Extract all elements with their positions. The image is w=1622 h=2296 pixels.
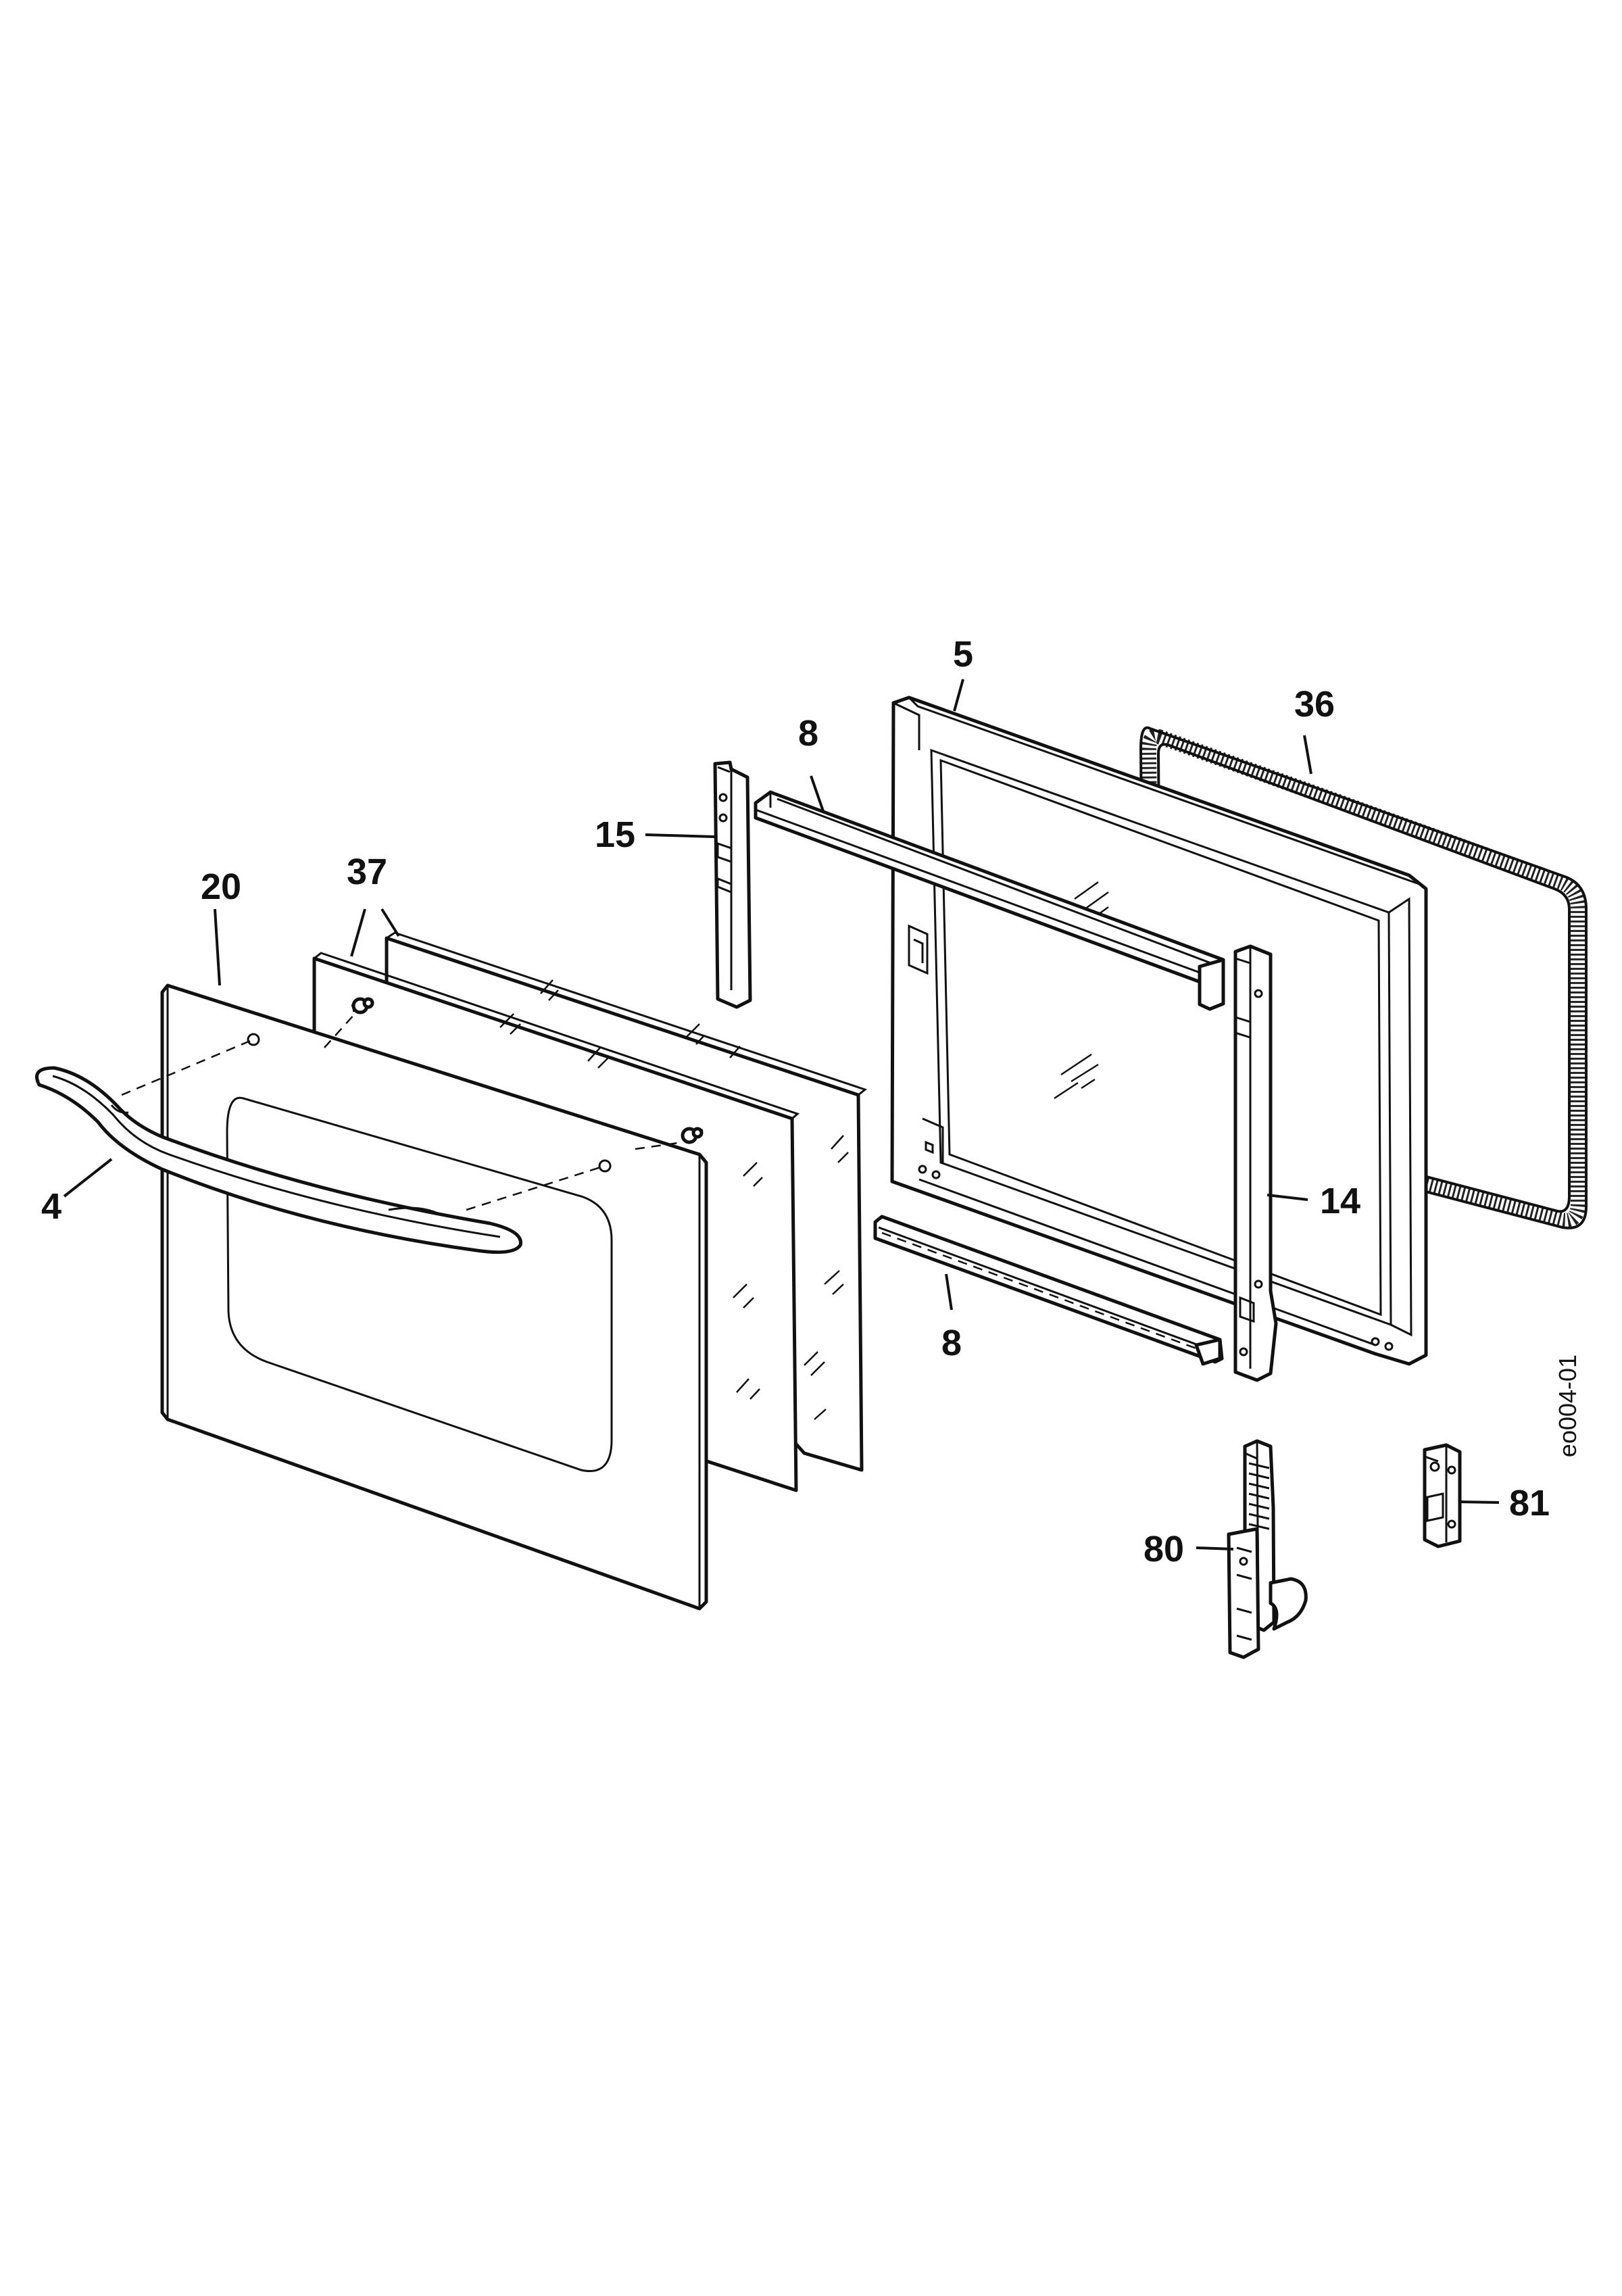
callout-strip-bottom: 8 [941,1323,962,1363]
callout-hinge: 80 [1144,1529,1184,1569]
callout-frame: 5 [953,634,973,675]
diagram-reference-code: eo004-01 [1554,1354,1581,1457]
callout-side-right: 14 [1320,1181,1360,1221]
callout-glass-panes: 37 [347,852,387,892]
outer-door-panel [160,983,708,1611]
side-channel-left [713,760,752,1009]
seal-strip-top [754,790,1225,1011]
callout-strip-top: 8 [798,713,818,754]
callout-gasket: 36 [1294,684,1335,725]
hinge-receiver [1423,1443,1462,1548]
door-gasket [1139,726,1588,1229]
callout-hinge-receiver: 81 [1509,1483,1550,1523]
callout-labels: 4 5 8 8 14 15 20 36 37 80 81 [41,634,1550,1569]
mounting-guides [121,1013,683,1211]
seal-strip-bottom [873,1215,1224,1366]
callout-handle: 4 [41,1186,62,1227]
pane-screws [351,997,704,1144]
callout-outer-panel: 20 [201,866,241,907]
side-channel-right [1233,944,1278,1382]
leader-lines [63,679,1500,1550]
door-hinge [1227,1439,1308,1659]
door-handle [35,1066,522,1254]
callout-side-left: 15 [595,814,635,855]
